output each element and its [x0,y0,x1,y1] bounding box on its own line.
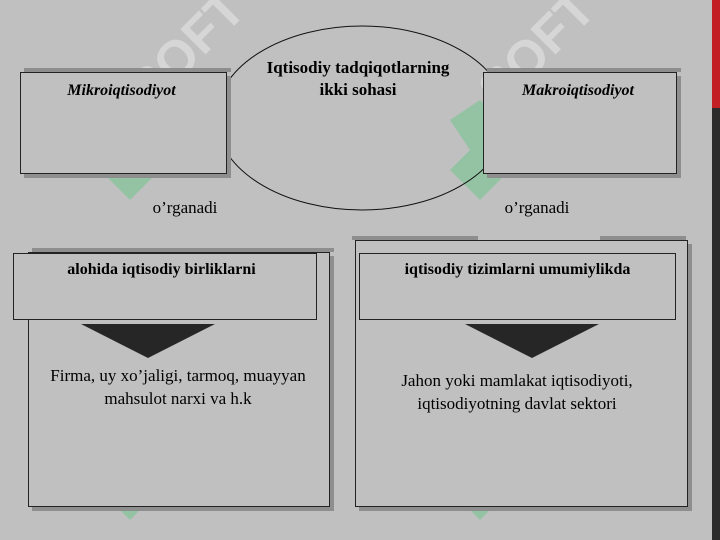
center-ellipse [215,25,509,211]
mikro-examples: Firma, uy xo’jaligi, tarmoq, muayyan mah… [50,366,306,408]
makro-subject-box [359,253,676,320]
makro-verb: o’rganadi [504,198,570,217]
mikro-subject: alohida iqtisodiy birliklarni [67,261,256,278]
mikro-heading: Mikroiqtisodiyot [67,82,176,99]
accent-strip-red [712,0,720,108]
makro-arrow [465,324,599,358]
mikro-panel-shadowbar [32,248,334,252]
makro-subject: iqtisodiy tizimlarni umumiylikda [404,261,631,278]
makro-box-topbar [487,68,681,72]
mikro-box-topbar [24,68,231,72]
mikro-verb: o’rganadi [152,198,218,217]
makro-examples: Jahon yoki mamlakat iqtisodiyoti, iqtiso… [401,371,633,413]
makro-panel-shadowbar-left [352,236,478,240]
mikro-box [20,72,227,174]
center-title: Iqtisodiy tadqiqotlarning ikki sohasi [266,58,450,99]
mikro-arrow [81,324,215,358]
makro-heading: Makroiqtisodiyot [521,82,634,99]
makro-box [483,72,677,174]
makro-panel-shadowbar-right [600,236,686,240]
mikro-subject-box [13,253,317,320]
accent-strip-dark [712,108,720,540]
